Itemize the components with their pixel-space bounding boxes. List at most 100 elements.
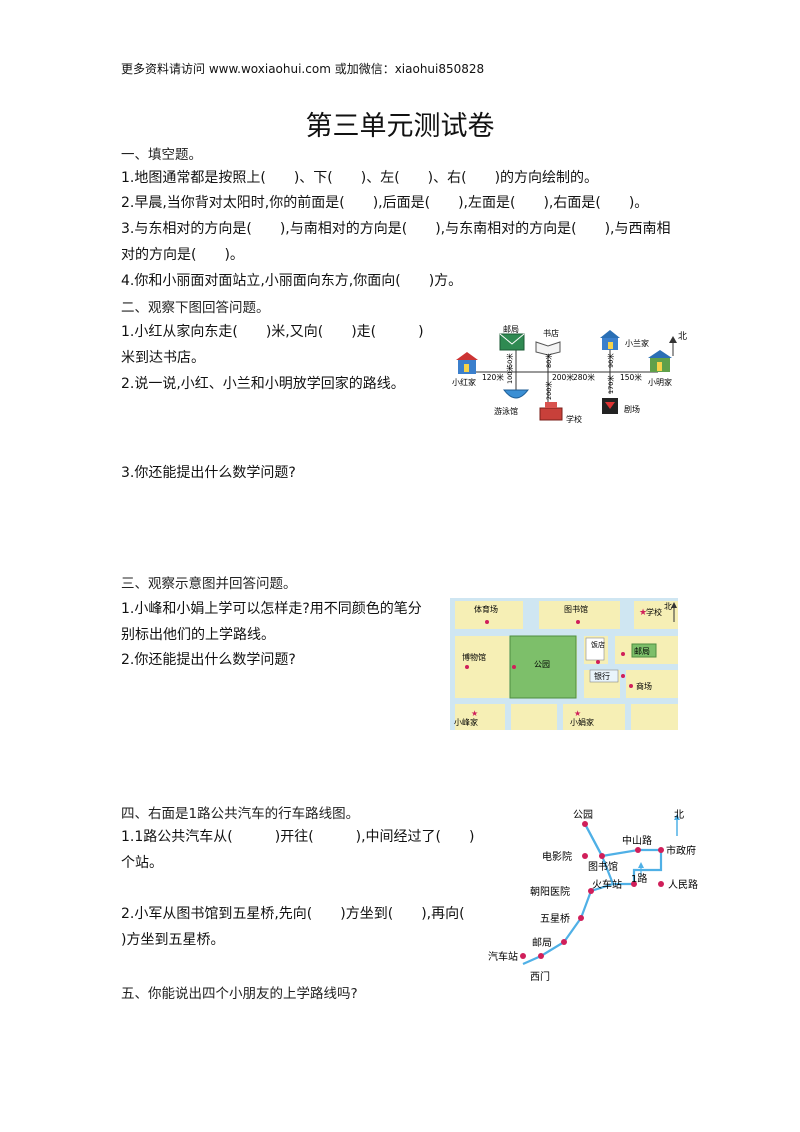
xiaoming-home-label: 小明家	[648, 377, 672, 387]
west-gate-label: 西门	[530, 970, 550, 983]
xiaofeng-star-icon: ★	[471, 709, 478, 718]
question-2-2: 2.说一说,小红、小兰和小明放学回家的路线。	[121, 376, 405, 392]
question-3-1-line1: 1.小峰和小娟上学可以怎样走?用不同颜色的笔分	[121, 601, 422, 617]
distance-150: 150米	[620, 372, 642, 382]
station-library	[599, 853, 605, 859]
hospital-label: 朝阳医院	[530, 885, 570, 898]
xiaohong-house-roof-icon	[456, 352, 478, 360]
museum-dot	[465, 665, 469, 669]
school-route-map: ★ ★ ★ 北 体育场 图书馆 学校 博物馆 公园 饭店 邮局 银行 商场 小峰…	[450, 598, 678, 730]
station-hospital	[588, 888, 594, 894]
hotel-building	[585, 637, 605, 661]
xiaohong-home-label: 小红家	[452, 377, 476, 387]
question-2-1-line2: 米到达书店。	[121, 350, 205, 366]
school-label: 学校	[646, 607, 662, 617]
station-train	[631, 881, 637, 887]
xiaojuan-star-icon: ★	[574, 709, 581, 718]
theater-label: 剧场	[624, 405, 640, 414]
renmin-road-label: 人民路	[668, 878, 698, 891]
page-header: 更多资料请访问 www.woxiaohui.com 或加微信：xiaohui85…	[121, 62, 485, 76]
school-star-icon: ★	[639, 608, 647, 618]
section4-heading: 四、右面是1路公共汽车的行车路线图。	[121, 806, 360, 822]
question-2-3: 3.你还能提出什么数学问题?	[121, 465, 296, 481]
station-zhongshan	[635, 847, 641, 853]
post-office-dot	[621, 652, 625, 656]
school-icon	[539, 407, 563, 421]
question-1-2: 2.早晨,当你背对太阳时,你的前面是( ),后面是( ),左面是( ),右面是(…	[121, 195, 649, 211]
neighborhood-map: 北 邮局 书店 小兰家 小红家 小明家 游泳馆 学校 剧场 120米 200米 …	[452, 324, 687, 424]
question-1-3-line2: 对的方向是( )。	[121, 247, 244, 263]
station-city-hall	[658, 847, 664, 853]
mall-dot	[629, 684, 633, 688]
xiaoming-house-roof-icon	[648, 350, 672, 358]
zhongshan-label: 中山路	[622, 834, 652, 847]
bookstore-label: 书店	[543, 328, 559, 338]
section2-heading: 二、观察下图回答问题。	[121, 300, 270, 316]
train-station-label: 火车站	[592, 878, 622, 891]
bus-route-map: 北 公园 中山路 市政府 电影院 图书馆 朝阳医院 火车站 1路 人民路 五星桥…	[488, 809, 698, 983]
post-office-building	[631, 643, 657, 658]
block-stadium	[455, 601, 523, 629]
station-post	[561, 939, 567, 945]
station-renmin	[658, 881, 664, 887]
distance-80: 80米	[544, 353, 553, 368]
library-dot	[576, 620, 580, 624]
block-bottom-2	[511, 704, 557, 730]
question-2-1-line1: 1.小红从家向东走( )米,又向( )走( )	[121, 324, 424, 340]
route-direction-head	[638, 862, 644, 868]
hotel-dot	[596, 660, 600, 664]
swimming-pool-label: 游泳馆	[494, 406, 518, 416]
distance-170: 170米	[606, 375, 615, 394]
cinema-label: 电影院	[542, 850, 572, 863]
block-mall	[626, 670, 678, 698]
xiaofeng-home-label: 小峰家	[454, 717, 478, 727]
stadium-label: 体育场	[474, 604, 498, 614]
station-cinema	[582, 853, 588, 859]
question-4-1-line2: 个站。	[121, 855, 163, 871]
page-title: 第三单元测试卷	[305, 111, 495, 142]
distance-120: 120米	[482, 372, 504, 382]
envelope-flap-icon	[499, 333, 525, 345]
xiaohong-house-window	[464, 364, 469, 372]
post-office-icon	[499, 333, 525, 351]
section1-heading: 一、填空题。	[121, 147, 202, 163]
book-icon	[535, 341, 561, 356]
park-label: 公园	[534, 660, 550, 669]
school-tower	[545, 402, 557, 408]
station-bus	[520, 953, 526, 959]
north-arrowhead-icon	[674, 814, 680, 820]
park-label: 公园	[573, 809, 593, 821]
post-office-label: 邮局	[503, 324, 519, 334]
school-label: 学校	[566, 414, 582, 424]
distance-50: 50米	[505, 353, 514, 368]
post-office-label: 邮局	[634, 646, 650, 656]
question-4-2-line1: 2.小军从图书馆到五星桥,先向( )方坐到( ),再向(	[121, 906, 465, 922]
distance-200: 200米	[552, 372, 574, 382]
xiaoming-house-window	[657, 362, 662, 371]
section5-heading: 五、你能说出四个小朋友的上学路线吗?	[121, 986, 358, 1002]
bank-dot	[621, 674, 625, 678]
north-label: 北	[678, 331, 687, 342]
block-school	[634, 601, 678, 629]
question-4-1-line1: 1.1路公共汽车从( )开往( ),中间经过了( )	[121, 829, 475, 845]
station-west-gate	[538, 953, 544, 959]
question-4-2-line2: )方坐到五星桥。	[121, 932, 225, 948]
post-office-label: 邮局	[532, 936, 552, 949]
xiaolan-house-roof-icon	[600, 330, 620, 338]
distance-200-vertical: 200米	[544, 381, 553, 400]
bank-label: 银行	[594, 671, 610, 681]
distance-100: 100米	[505, 365, 514, 384]
station-wuxing	[578, 915, 584, 921]
question-1-4: 4.你和小丽面对面站立,小丽面向东方,你面向( )方。	[121, 273, 463, 289]
question-3-1-line2: 别标出他们的上学路线。	[121, 627, 275, 643]
park-dot	[512, 665, 516, 669]
xiaolan-home-label: 小兰家	[625, 338, 649, 348]
hotel-label: 饭店	[591, 640, 605, 649]
block-library	[539, 601, 620, 629]
distance-280: 280米	[573, 372, 595, 382]
bank-building	[589, 669, 619, 683]
north-label: 北	[664, 602, 672, 611]
block-xiaojuan	[563, 704, 625, 730]
xiaojuan-home-label: 小娟家	[570, 717, 594, 727]
theater-mask	[605, 402, 615, 409]
